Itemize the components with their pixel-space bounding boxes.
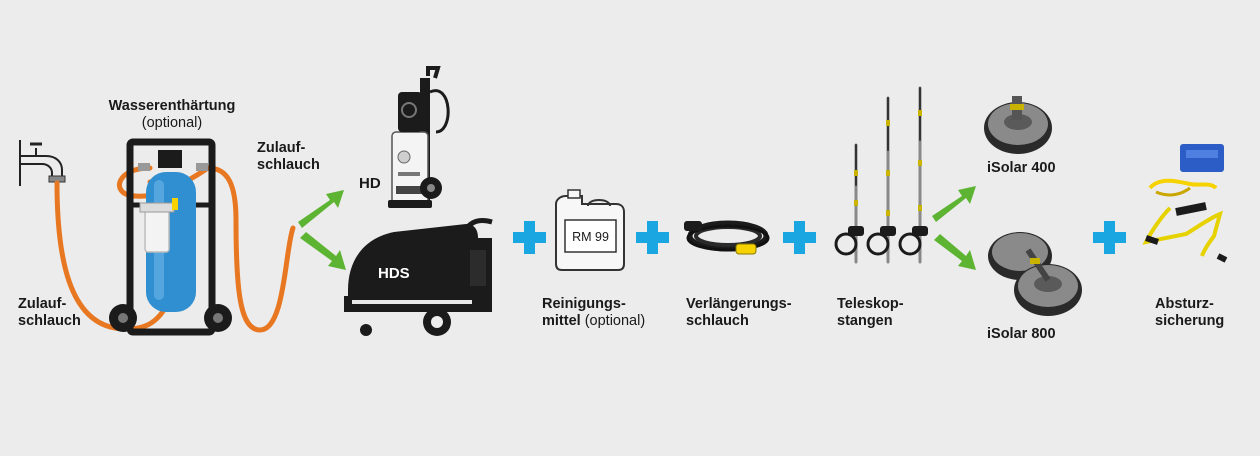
telescopic-line2: stangen [837, 313, 893, 329]
rm99-label: RM 99 [572, 230, 609, 244]
isolar-800-brush-icon [988, 232, 1082, 316]
water-softener-label: Wasserenthärtung (optional) [102, 98, 242, 132]
detergent-label: Reinigungs- mittel (optional) [542, 296, 645, 330]
extension-hose-line1: Verlängerungs- [686, 296, 792, 312]
extension-hose-line2: schlauch [686, 313, 749, 329]
arrow-icon [298, 190, 346, 270]
detergent-note: (optional) [584, 313, 646, 329]
fall-protection-line2: sicherung [1155, 313, 1225, 329]
fall-protection-harness-icon [1142, 144, 1228, 263]
hd-label: HD [359, 175, 381, 192]
water-tap-icon [19, 140, 66, 186]
supply-hose-right-label: Zulauf- schlauch [257, 140, 320, 174]
supply-hose-right-icon [205, 165, 296, 333]
supply-hose-right-line2: schlauch [257, 157, 320, 173]
arrow-icon [932, 186, 976, 270]
isolar-800-label: iSolar 800 [987, 326, 1056, 342]
detergent-canister-icon [555, 189, 625, 271]
plus-icon [513, 221, 1126, 254]
fall-protection-label: Absturz- sicherung [1155, 296, 1224, 330]
isolar-400-brush-icon [984, 96, 1052, 154]
supply-hose-left-label: Zulauf- schlauch [18, 296, 81, 330]
supply-hose-left-line2: schlauch [18, 313, 81, 329]
detergent-line1: Reinigungs- [542, 296, 626, 312]
water-softener-note: (optional) [141, 115, 203, 131]
isolar-400-label: iSolar 400 [987, 160, 1056, 176]
water-softener-title: Wasserenthärtung [108, 98, 236, 114]
water-softener-trolley-icon [109, 138, 232, 336]
hds-label: HDS [378, 265, 410, 282]
fall-protection-line1: Absturz- [1155, 296, 1214, 312]
pressure-washer-hd-icon [388, 66, 450, 208]
telescopic-label: Teleskop- stangen [837, 296, 904, 330]
extension-hose-icon [684, 220, 770, 255]
supply-hose-right-line1: Zulauf- [257, 140, 306, 156]
detergent-line2: mittel [542, 313, 581, 329]
hot-water-washer-hds-icon [344, 218, 493, 336]
telescopic-lance-icon [834, 86, 928, 264]
extension-hose-label: Verlängerungs- schlauch [686, 296, 792, 330]
supply-hose-left-line1: Zulauf- [18, 296, 67, 312]
telescopic-line1: Teleskop- [837, 296, 904, 312]
